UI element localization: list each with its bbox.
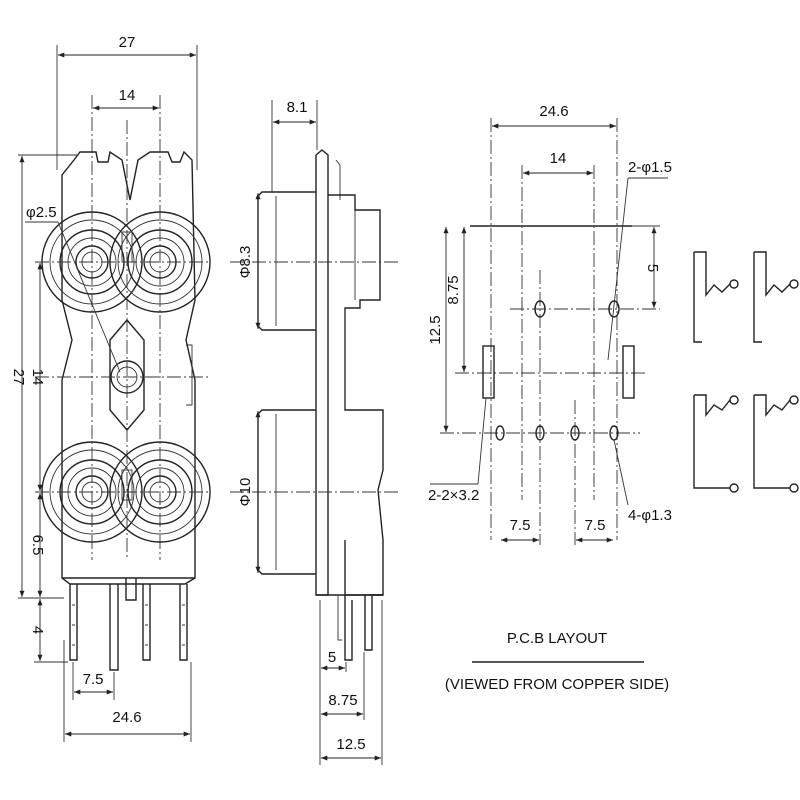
dim-pcb-pin-pitch-right: 7.5 [585,517,606,534]
slot-left [482,345,495,399]
pin-hole-1 [495,425,505,441]
mount-hole-right [608,300,620,318]
switch-symbol-upper-left [693,251,739,343]
dim-pin-span: 24.6 [112,709,141,726]
dim-pin-offset-2: 8.75 [328,692,357,709]
side-rear-body [328,194,384,596]
dim-pcb-height-2: 8.75 [445,275,462,304]
side-flange [315,149,329,596]
dim-pcb-width: 24.6 [539,103,568,120]
slot-right [622,345,635,399]
schematic-symbols [693,251,799,493]
dim-pin-holes: 4-φ1.3 [628,507,672,524]
front-view: 27 14 φ2.5 27 14 6.5 4 7.5 24.6 [10,34,211,742]
dim-slots: 2-2×3.2 [428,487,479,504]
dim-pin-length: 4 [29,626,46,634]
switch-symbol-lower-left [693,394,739,493]
dim-front-vpitch: 14 [29,369,46,386]
pcb-layout: 24.6 14 2-φ1.5 12.5 8.75 5 2-2×3.2 7.5 7… [427,103,672,693]
dim-pin-pitch: 7.5 [83,671,104,688]
switch-symbol-lower-right [753,394,799,493]
upper-barrel [257,191,316,331]
dim-pcb-pin-pitch-left: 7.5 [510,517,531,534]
dim-lower-bore: Φ10 [237,478,254,507]
dim-pcb-offset: 5 [644,264,661,272]
dim-front-height: 27 [10,369,27,386]
side-view: 8.1 Φ8.3 Φ10 5 8.75 12.5 [230,99,400,765]
dim-front-pitch: 14 [119,87,136,104]
dim-pcb-pitch: 14 [550,150,567,167]
mount-hole-left [534,300,546,318]
dim-pin-offset-3: 12.5 [336,736,365,753]
switch-symbol-upper-right [753,251,799,343]
front-body-outline [61,150,196,585]
dim-pin-offset-1: 5 [328,649,336,666]
front-pins [69,578,188,671]
dim-hole-dia: φ2.5 [26,204,57,221]
dim-mount-holes: 2-φ1.5 [628,159,672,176]
dim-front-width: 27 [119,34,136,51]
pcb-subtitle: (VIEWED FROM COPPER SIDE) [445,676,669,693]
dim-upper-bore: Φ8.3 [237,246,254,279]
dim-pcb-height-1: 12.5 [427,315,444,344]
dim-front-lower: 6.5 [29,535,46,556]
pcb-title: P.C.B LAYOUT [507,630,607,647]
pin-hole-2 [535,425,545,441]
dim-flange: 8.1 [287,99,308,116]
pin-hole-3 [570,425,580,441]
